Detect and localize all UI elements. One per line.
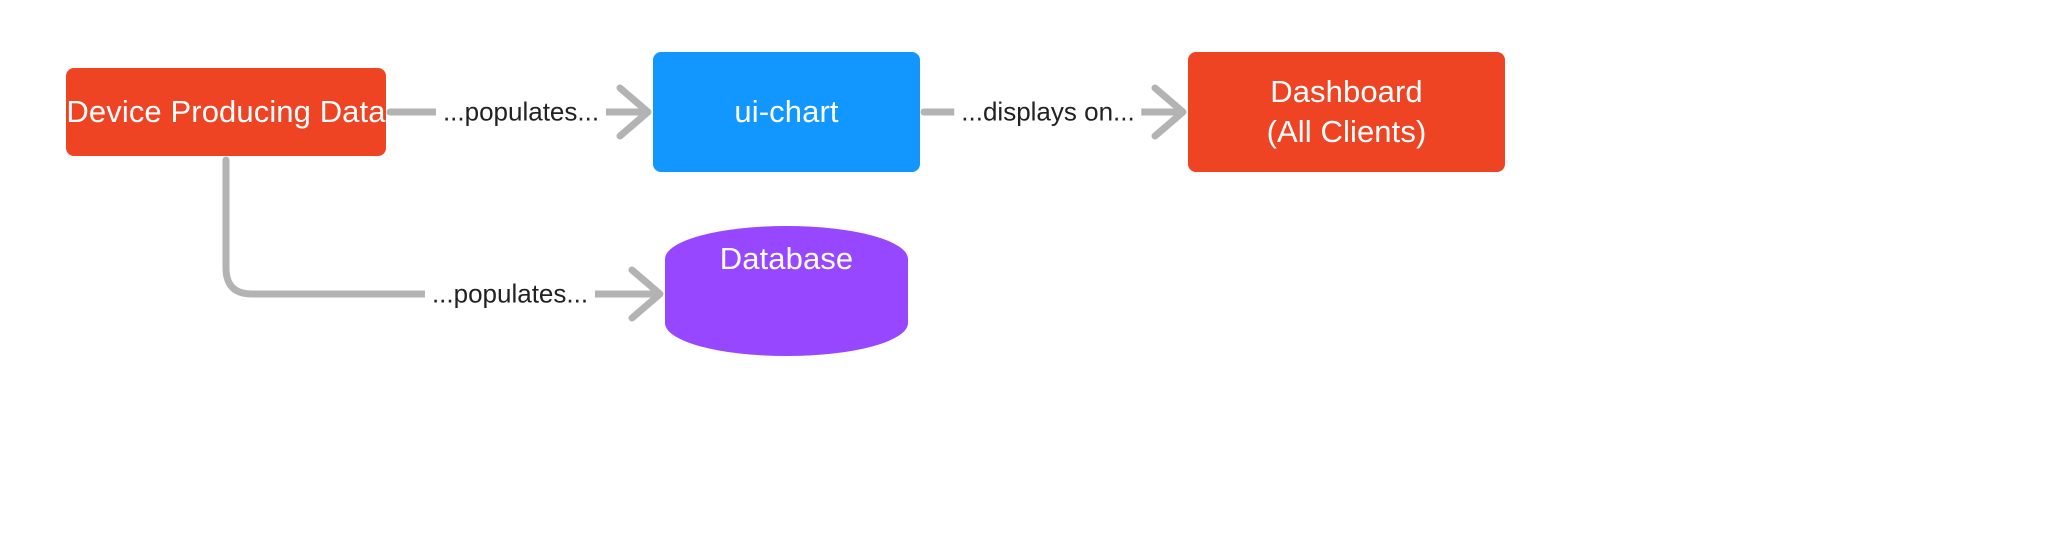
node-device-producing-data[interactable]: Device Producing Data	[66, 68, 386, 156]
node-dashboard-label-line1: Dashboard	[1270, 74, 1423, 110]
node-dashboard-label-line2: (All Clients)	[1266, 114, 1427, 149]
edge-label-displays-on: ...displays on...	[954, 96, 1142, 128]
cylinder-top-ellipse	[665, 226, 908, 292]
edge-label-populates-ui-chart: ...populates...	[435, 96, 607, 128]
edge-label-populates-database: ...populates...	[424, 278, 596, 310]
node-ui-chart[interactable]: ui-chart	[653, 52, 920, 172]
edge-device-to-database-line	[222, 156, 661, 298]
node-database[interactable]: Database	[665, 226, 908, 356]
edge-device-to-uichart-arrowhead	[616, 84, 652, 140]
edge-uichart-to-dashboard-arrowhead	[1151, 84, 1187, 140]
node-dashboard[interactable]: Dashboard (All Clients)	[1188, 52, 1505, 172]
node-ui-chart-label: ui-chart	[734, 94, 839, 130]
node-database-label: Database	[719, 241, 854, 276]
node-dashboard-label-group: Dashboard (All Clients)	[1267, 72, 1427, 151]
edge-device-to-database-arrowhead	[628, 266, 664, 322]
node-device-label: Device Producing Data	[66, 94, 386, 130]
